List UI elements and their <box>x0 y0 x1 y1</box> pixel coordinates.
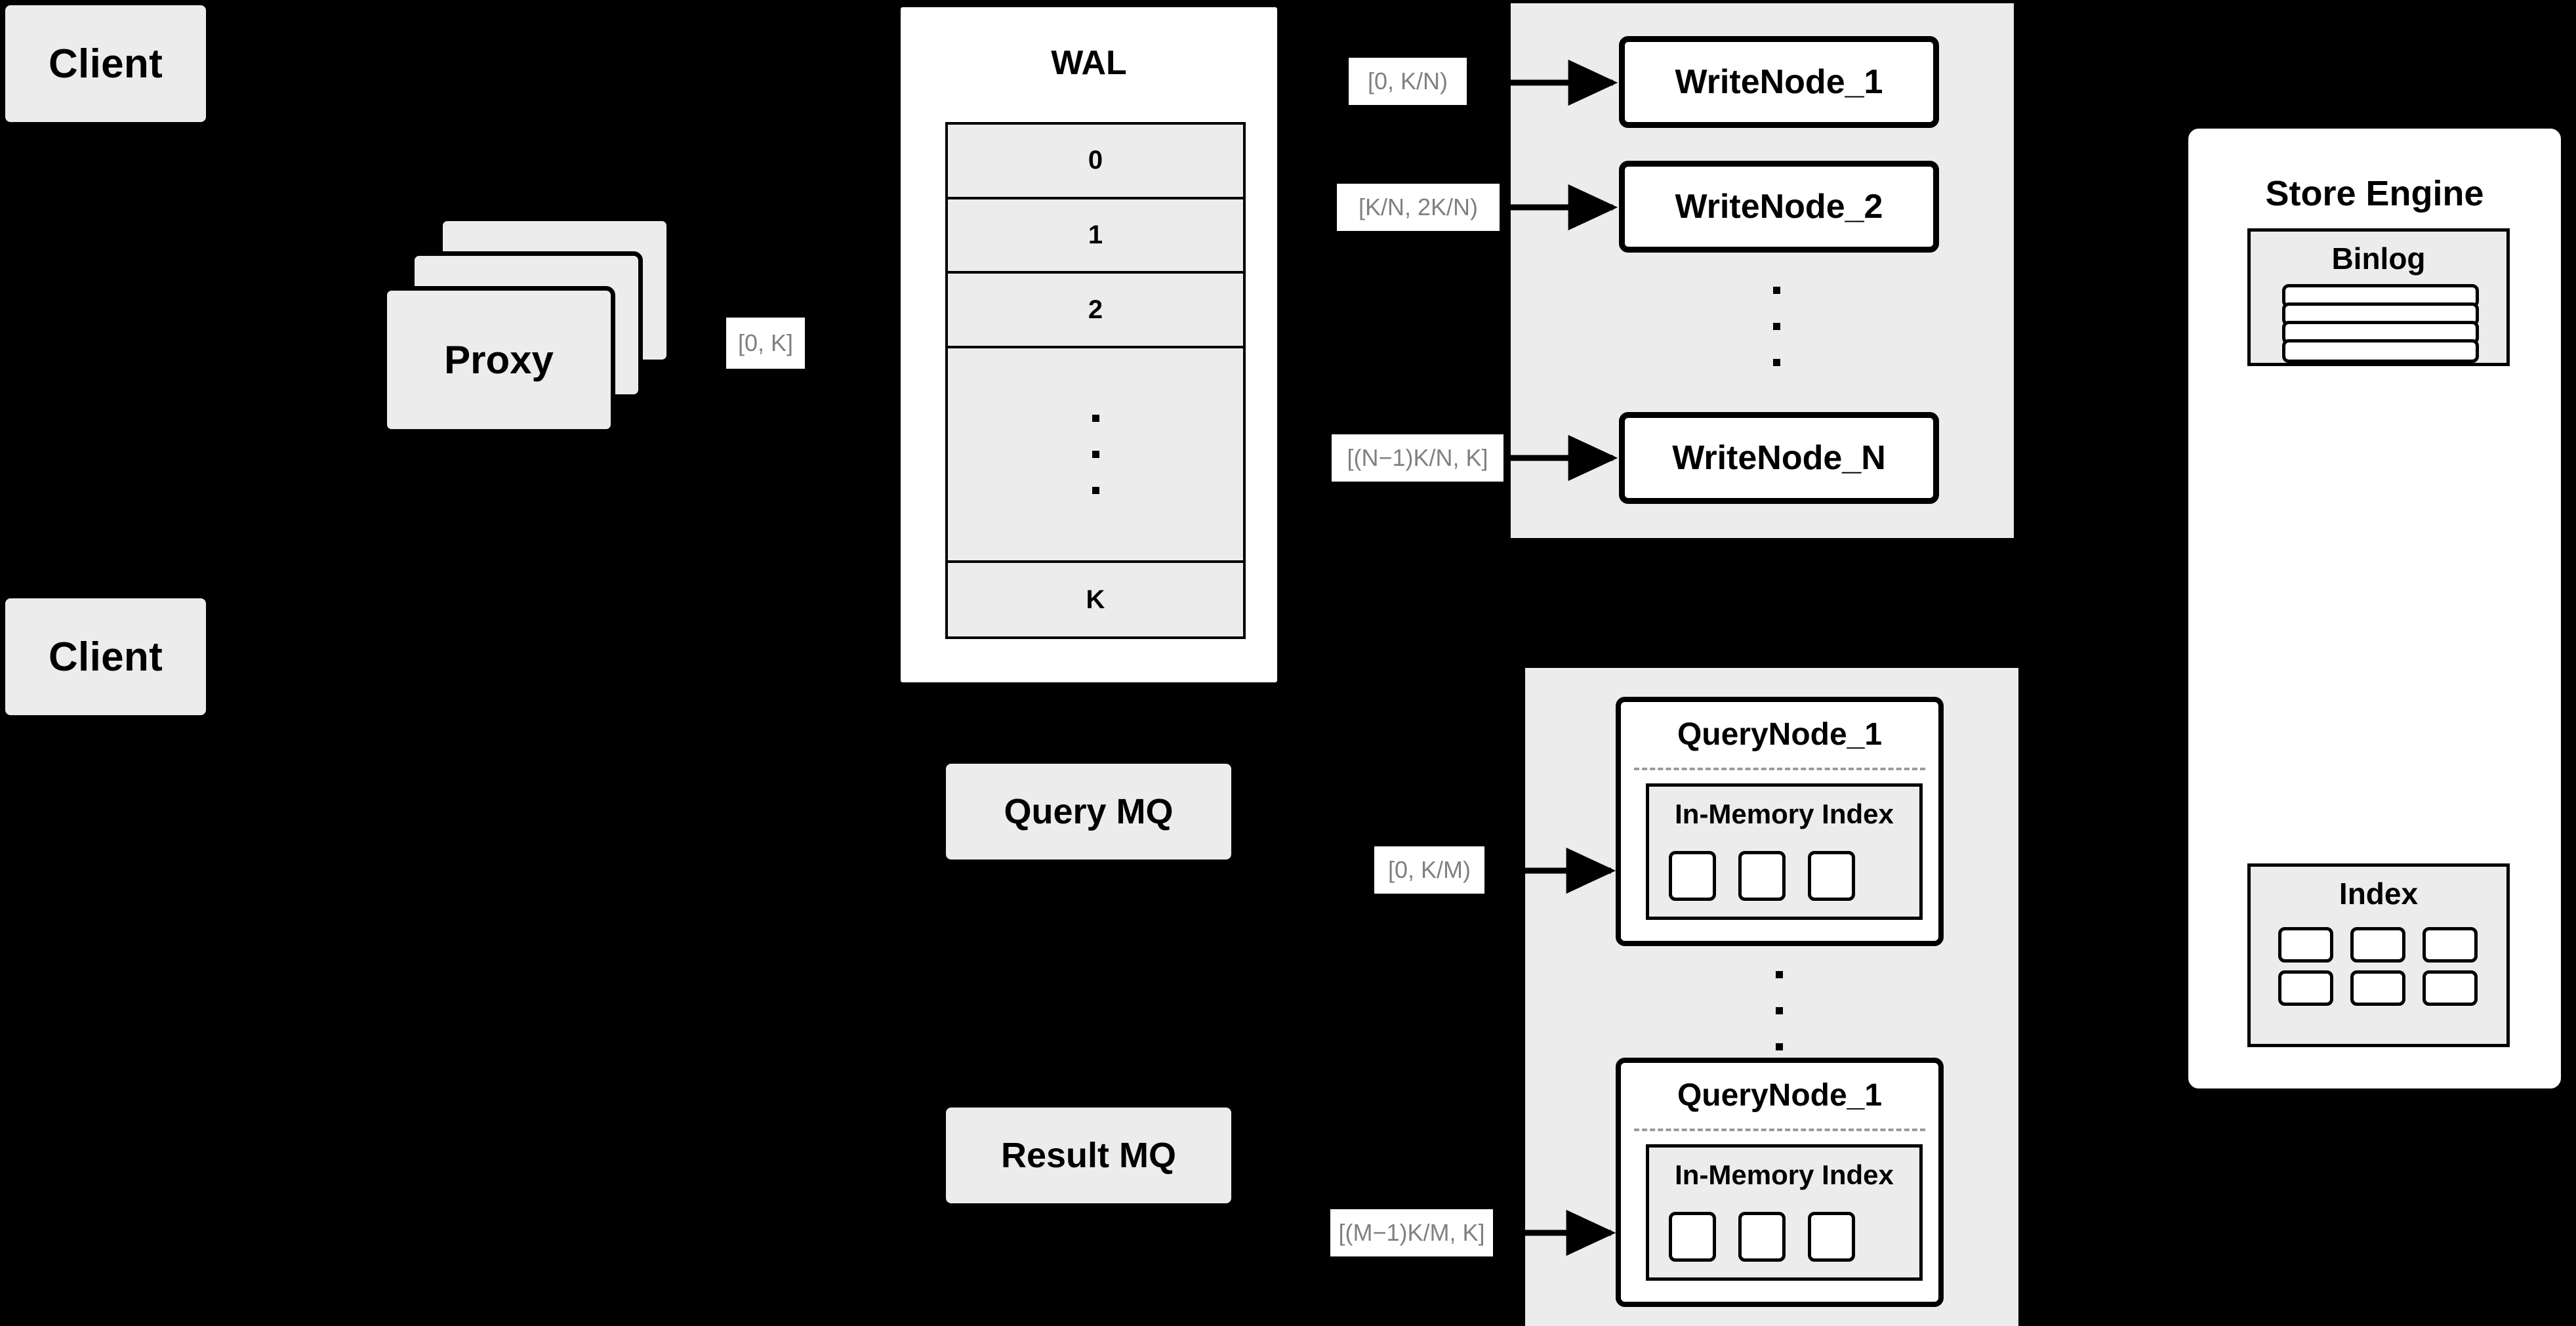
result-mq-box[interactable]: Result MQ <box>946 1108 1231 1203</box>
query-node-divider <box>1634 768 1925 770</box>
wal-title: WAL <box>1051 44 1127 82</box>
wal-table: 0 1 2 K <box>945 122 1246 639</box>
binlog-title: Binlog <box>2331 241 2426 276</box>
dot-icon <box>1092 451 1099 459</box>
proxy-label: Proxy <box>444 338 554 382</box>
dot-icon <box>1092 487 1099 495</box>
index-cell[interactable] <box>2278 970 2333 1006</box>
wal-row[interactable]: 2 <box>948 274 1243 349</box>
index-panel: Index <box>2247 863 2510 1047</box>
wal-row[interactable]: 0 <box>948 125 1243 199</box>
index-cell[interactable] <box>2278 927 2333 963</box>
query-node-divider <box>1634 1129 1925 1131</box>
client-box-1[interactable]: Client <box>5 5 206 122</box>
dot-icon <box>1772 323 1780 330</box>
in-memory-index-panel: In-Memory Index <box>1646 1144 1923 1281</box>
index-cell[interactable] <box>2350 970 2405 1006</box>
edge-label-query-node-1: [0, K/M) <box>1374 846 1484 894</box>
wal-row[interactable]: 1 <box>948 199 1243 274</box>
query-cluster-ellipsis <box>1766 963 1792 1058</box>
index-cell[interactable] <box>1738 1212 1786 1262</box>
query-mq-box[interactable]: Query MQ <box>946 764 1231 860</box>
write-node-label: WriteNode_2 <box>1675 188 1883 226</box>
index-cell[interactable] <box>2423 970 2478 1006</box>
index-cell[interactable] <box>1669 851 1716 901</box>
client-box-2[interactable]: Client <box>5 598 206 715</box>
wal-ellipsis-row <box>948 348 1243 564</box>
query-node-m[interactable]: QueryNode_1 In-Memory Index <box>1616 1058 1944 1307</box>
store-engine-title: Store Engine <box>2265 174 2484 213</box>
write-node-n[interactable]: WriteNode_N <box>1619 412 1939 504</box>
edge-label-write-node-n: [(N−1)K/N, K] <box>1332 434 1503 482</box>
in-memory-index-panel: In-Memory Index <box>1646 783 1923 920</box>
result-mq-label: Result MQ <box>1000 1136 1177 1175</box>
wal-row[interactable]: K <box>948 563 1243 636</box>
query-node-1[interactable]: QueryNode_1 In-Memory Index <box>1616 697 1944 946</box>
index-cell[interactable] <box>2423 927 2478 963</box>
dot-icon <box>1775 1007 1783 1014</box>
dot-icon <box>1775 1043 1783 1050</box>
index-cell[interactable] <box>1669 1212 1716 1262</box>
write-cluster-ellipsis <box>1763 279 1789 374</box>
query-mq-label: Query MQ <box>1004 792 1174 831</box>
dot-icon <box>1772 359 1780 366</box>
query-node-title: QueryNode_1 <box>1677 1078 1883 1113</box>
write-node-label: WriteNode_1 <box>1675 63 1883 101</box>
binlog-row[interactable] <box>2282 339 2479 363</box>
index-title: Index <box>2339 877 2419 911</box>
edge-label-proxy-to-wal: [0, K] <box>726 318 805 369</box>
index-cell[interactable] <box>1808 851 1855 901</box>
edge-label-write-node-2: [K/N, 2K/N) <box>1337 184 1500 231</box>
edge-label-query-node-m: [(M−1)K/M, K] <box>1330 1209 1493 1256</box>
edge-label-write-node-1: [0, K/N) <box>1349 58 1467 105</box>
wal-container: WAL 0 1 2 K <box>896 3 1282 687</box>
client-label: Client <box>48 41 163 87</box>
write-node-label: WriteNode_N <box>1672 439 1886 477</box>
in-memory-index-title: In-Memory Index <box>1675 1159 1894 1190</box>
client-label: Client <box>48 634 163 680</box>
dot-icon <box>1775 971 1783 978</box>
dot-icon <box>1772 287 1780 294</box>
proxy-box[interactable]: Proxy <box>382 286 615 434</box>
store-engine-box: Store Engine Binlog Index <box>2184 125 2565 1092</box>
index-cell[interactable] <box>1808 1212 1855 1262</box>
write-node-1[interactable]: WriteNode_1 <box>1619 36 1939 128</box>
write-node-2[interactable]: WriteNode_2 <box>1619 161 1939 253</box>
dot-icon <box>1092 415 1099 423</box>
binlog-panel: Binlog <box>2247 228 2510 366</box>
query-node-title: QueryNode_1 <box>1677 717 1883 752</box>
index-cell[interactable] <box>2350 927 2405 963</box>
in-memory-index-title: In-Memory Index <box>1675 798 1894 829</box>
index-cell[interactable] <box>1738 851 1786 901</box>
